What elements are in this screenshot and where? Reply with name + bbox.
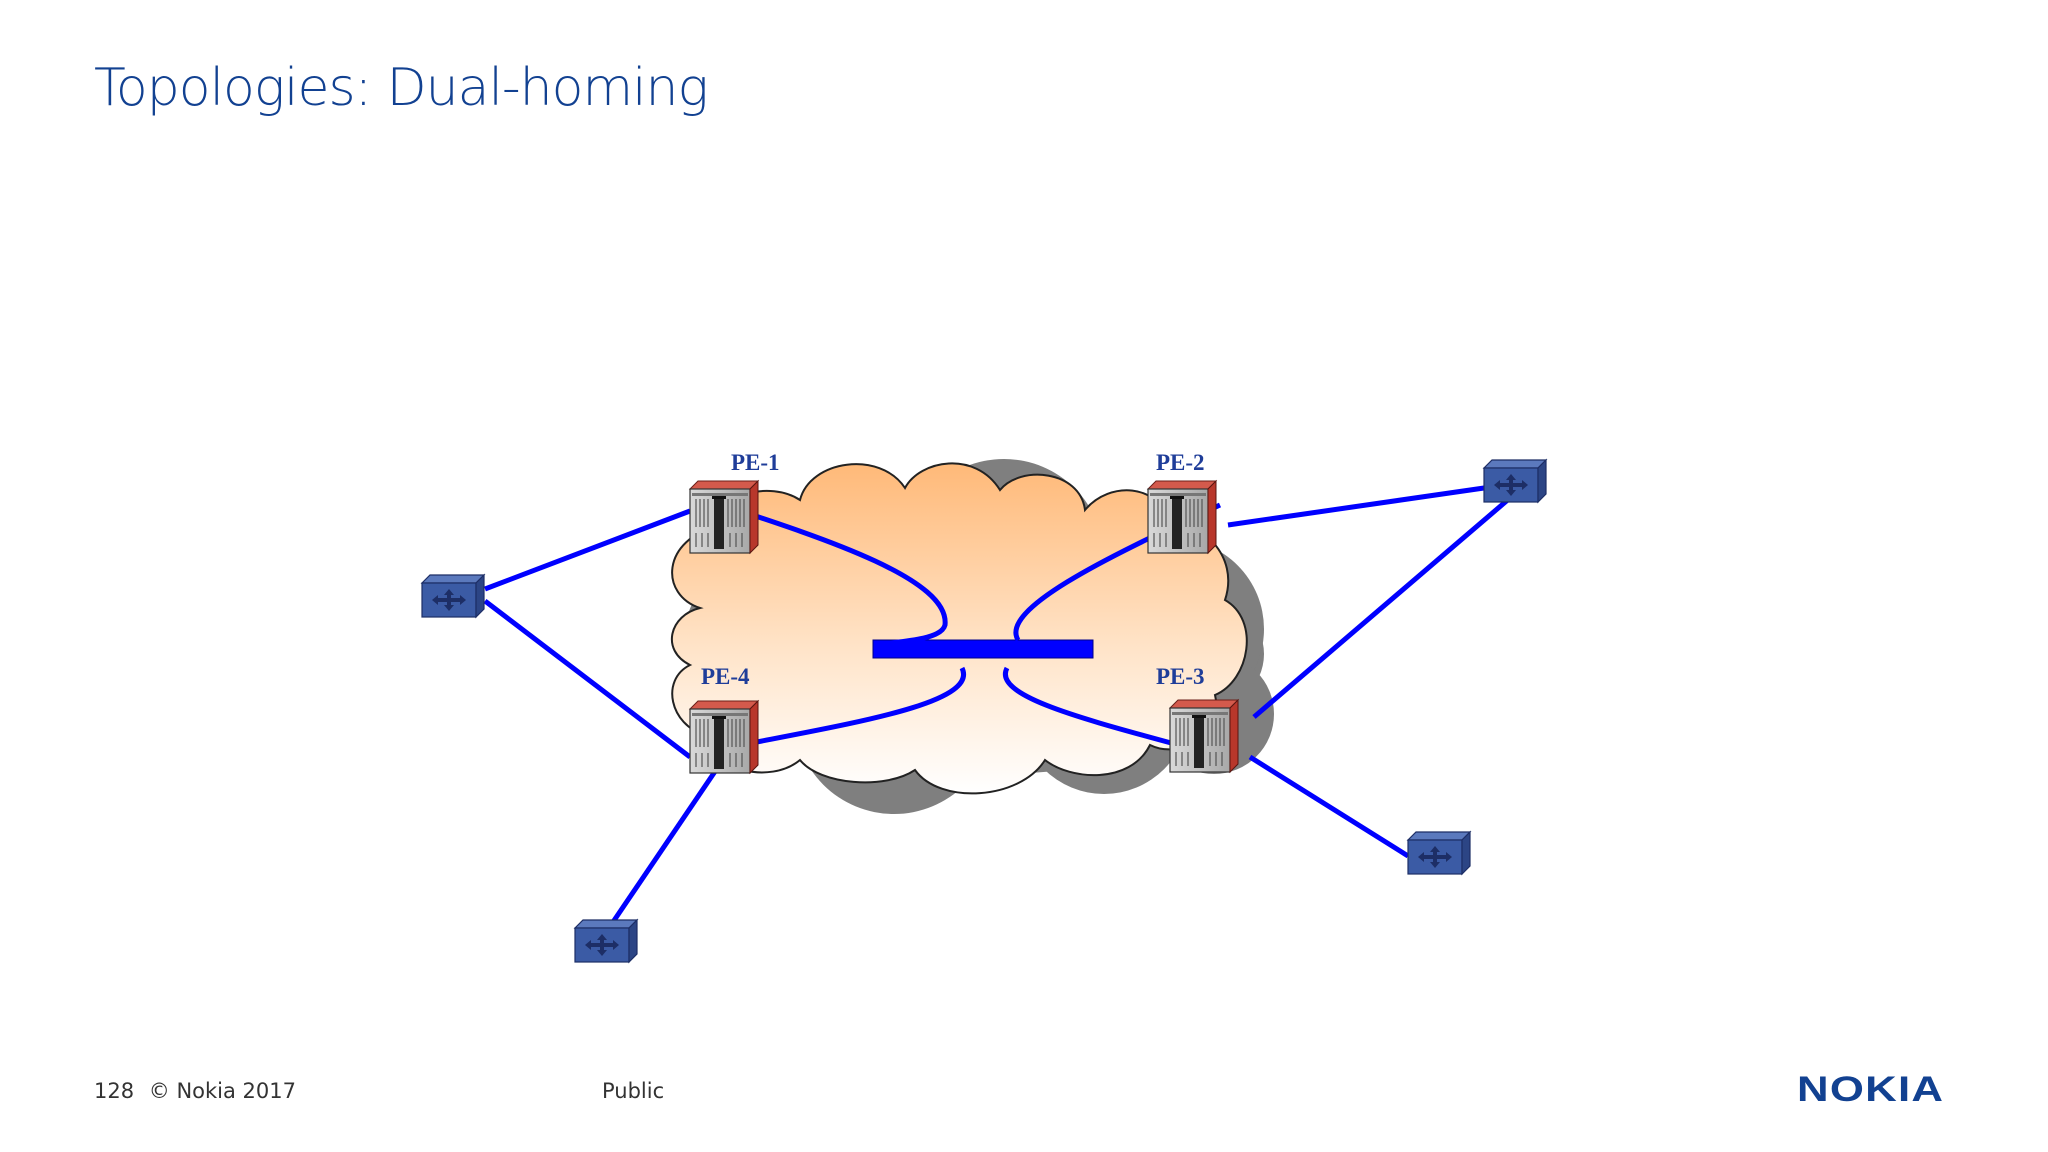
access-links — [483, 485, 1512, 924]
switch-ce-top-right — [1483, 459, 1547, 503]
link-ceL-pe4 — [483, 599, 692, 759]
switch-ce-bottom-left — [574, 919, 638, 963]
router-pe3 — [1169, 699, 1239, 773]
footer-page-info: 128 © Nokia 2017 — [94, 1079, 304, 1103]
classification-label: Public — [602, 1079, 665, 1103]
label-pe2: PE-2 — [1156, 450, 1205, 475]
link-pe3-ceBR — [1248, 754, 1410, 859]
link-pe3-ceTR — [1252, 496, 1512, 719]
slide-title: Topologies: Dual-homing — [94, 58, 709, 118]
switch-ce-bottom-right — [1407, 831, 1471, 875]
label-pe4: PE-4 — [701, 664, 750, 689]
copyright-text: © Nokia 2017 — [148, 1079, 296, 1103]
page-number: 128 — [94, 1079, 135, 1103]
switch-ce-left — [421, 574, 485, 618]
core-bus — [872, 639, 1094, 659]
link-pe4-ceBL — [610, 768, 719, 924]
provider-cloud — [671, 462, 1248, 795]
pw-pe4-core — [715, 666, 967, 753]
label-pe1: PE-1 — [731, 450, 780, 475]
label-pe3: PE-3 — [1156, 664, 1205, 689]
router-pe4 — [689, 700, 759, 774]
router-pe1 — [689, 480, 759, 554]
nokia-logo: NOKIA — [1797, 1070, 1945, 1109]
link-ceL-pe1 — [484, 508, 691, 592]
pw-pe1-core — [715, 500, 948, 650]
router-pe2 — [1147, 480, 1217, 554]
link-pe2-ceTR — [1227, 485, 1485, 528]
